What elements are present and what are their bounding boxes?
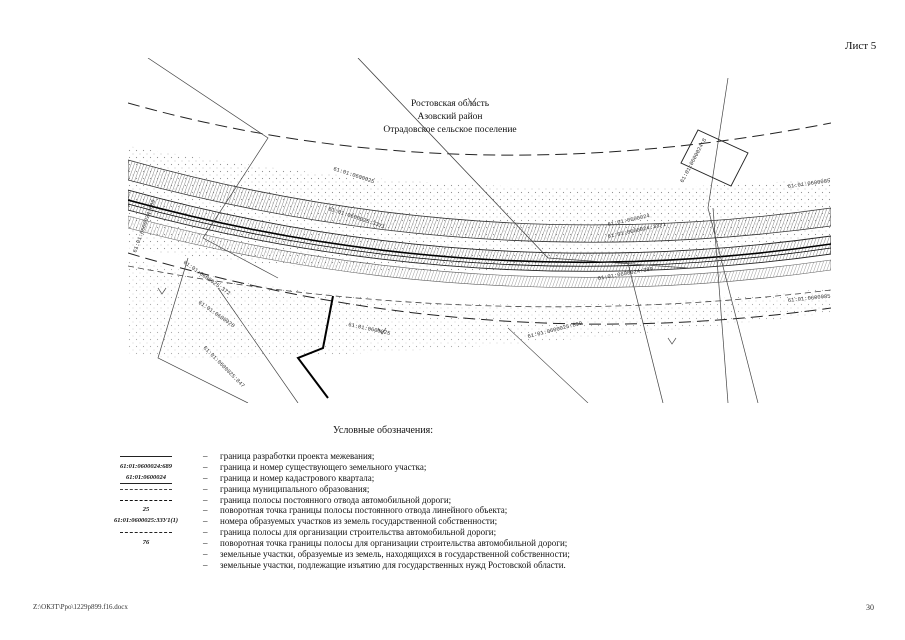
legend: –граница разработки проекта межевания;61… (110, 451, 670, 571)
legend-text: граница муниципального образования; (220, 483, 370, 494)
legend-item: 61:01:0600024:689 – граница и номер сущест… (110, 462, 670, 473)
legend-dash: – (203, 472, 208, 483)
map-drawing: 61:01:0600025 61:01:0600025:3ЗУ1 61:01:0… (128, 58, 831, 403)
legend-symbol: 76 (110, 538, 182, 549)
legend-item: 61:01:0600024 – граница и номер кадастрово… (110, 473, 670, 484)
legend-symbol: 61:01:0600024:689 (110, 462, 182, 473)
road-edge-line (128, 203, 831, 267)
road-band-lower (128, 215, 831, 288)
legend-item: – граница разработки проекта межевания; (110, 451, 670, 462)
legend-item: – граница полосы для организации строител… (110, 527, 670, 538)
legend-dash: – (203, 494, 208, 505)
parcel-outline (712, 207, 729, 403)
legend-title: Условные обозначения: (333, 425, 434, 436)
legend-line-sample (120, 532, 172, 534)
legend-symbol (110, 549, 182, 560)
legend-symbol: 25 (110, 505, 182, 516)
legend-text: граница разработки проекта межевания; (220, 451, 375, 461)
marker (377, 327, 387, 335)
legend-item: 76 – поворотная точка границы полосы для о… (110, 538, 670, 549)
legend-dash: – (203, 505, 208, 516)
marker (667, 337, 677, 345)
legend-dash: – (203, 461, 208, 472)
parcel-outline (357, 58, 549, 259)
project-boundary (296, 295, 334, 399)
legend-item: 61:01:0600025:3ЗУ1(1) – номера образуемых … (110, 516, 670, 527)
legend-text: поворотная точка границы полосы постоянн… (220, 505, 508, 516)
road-band-upper (128, 159, 831, 243)
legend-dash: – (203, 527, 208, 538)
legend-text: земельные участки, подлежащие изъятию дл… (220, 559, 566, 570)
legend-symbol (110, 484, 182, 495)
legend-dash: – (203, 559, 208, 570)
legend-line-sample (120, 456, 172, 457)
parcel-label: 61:01:0600024:8 (679, 137, 708, 184)
legend-symbol (110, 527, 182, 538)
legend-item: – земельные участки, образуемые из земель… (110, 549, 670, 560)
parcel-outline (707, 77, 759, 403)
caption-line: Отрадовское сельское поселение (383, 125, 517, 135)
legend-symbol (110, 451, 182, 462)
legend-dash: – (203, 451, 208, 461)
marker (157, 287, 167, 295)
legend-text: граница и номер существующего земельного… (220, 461, 427, 472)
legend-symbol (110, 495, 182, 506)
strip-boundary-upper (128, 102, 831, 156)
legend-symbol-text: 61:01:0600024 (125, 473, 167, 481)
vegetation-area-lower (128, 258, 831, 358)
legend-symbol-text: 61:01:0600024:689 (120, 462, 172, 470)
parcel-outline (147, 58, 279, 279)
cadastral-map: 61:01:0600025 61:01:0600025:3ЗУ1 61:01:0… (128, 58, 831, 403)
parcel-rect (680, 129, 749, 187)
marker (467, 97, 477, 105)
legend-text: граница полосы постоянного отвода автомо… (220, 494, 452, 505)
legend-symbol-text: 25 (142, 506, 150, 514)
road-axis-line (128, 199, 831, 264)
legend-line-sample (120, 482, 172, 484)
parcel-outline (157, 257, 249, 403)
legend-dash: – (203, 538, 208, 549)
legend-line-sample (120, 488, 172, 490)
road-band-main (128, 189, 831, 272)
caption-line: Азовский район (417, 112, 483, 122)
legend-text: номера образуемых участков из земель гос… (220, 516, 498, 527)
parcel-outline (627, 262, 664, 403)
footer-file-path: Z:\ОКЗТ\Ppo\1229p899.f16.docx (33, 603, 128, 611)
legend-symbol (110, 560, 182, 571)
parcel-outline (217, 287, 299, 403)
legend-item: – граница полосы постоянного отвода автом… (110, 495, 670, 506)
parcel-label: 61:01:0600085 (787, 293, 830, 304)
map-caption: Ростовская область Азовский район Отрадо… (355, 98, 545, 137)
legend-item: 25 – поворотная точка границы полосы посто… (110, 505, 670, 516)
legend-line-sample (120, 499, 172, 501)
legend-text: поворотная точка границы полосы для орга… (220, 538, 568, 549)
legend-symbol-text: 61:01:0600025:3ЗУ1(1) (113, 517, 179, 525)
legend-text: граница полосы для организации строитель… (220, 527, 497, 538)
legend-dash: – (203, 516, 208, 527)
legend-dash: – (203, 549, 208, 560)
strip-boundary-lower2 (128, 265, 831, 308)
legend-text: земельные участки, образуемые из земель,… (220, 549, 570, 560)
legend-symbol: 61:01:0600024 (110, 473, 182, 484)
legend-dash: – (203, 483, 208, 494)
legend-symbol: 61:01:0600025:3ЗУ1(1) (110, 516, 182, 527)
legend-item: – граница муниципального образования; (110, 484, 670, 495)
sheet-label: Лист 5 (845, 40, 877, 52)
parcel-outline (507, 327, 589, 403)
caption-line: Ростовская область (410, 99, 490, 109)
legend-symbol-text: 76 (142, 539, 150, 547)
legend-text: граница и номер кадастрового квартала; (220, 472, 375, 483)
page-number: 30 (866, 603, 874, 612)
parcel-outline (547, 257, 689, 269)
legend-item: – земельные участки, подлежащие изъятию д… (110, 560, 670, 571)
